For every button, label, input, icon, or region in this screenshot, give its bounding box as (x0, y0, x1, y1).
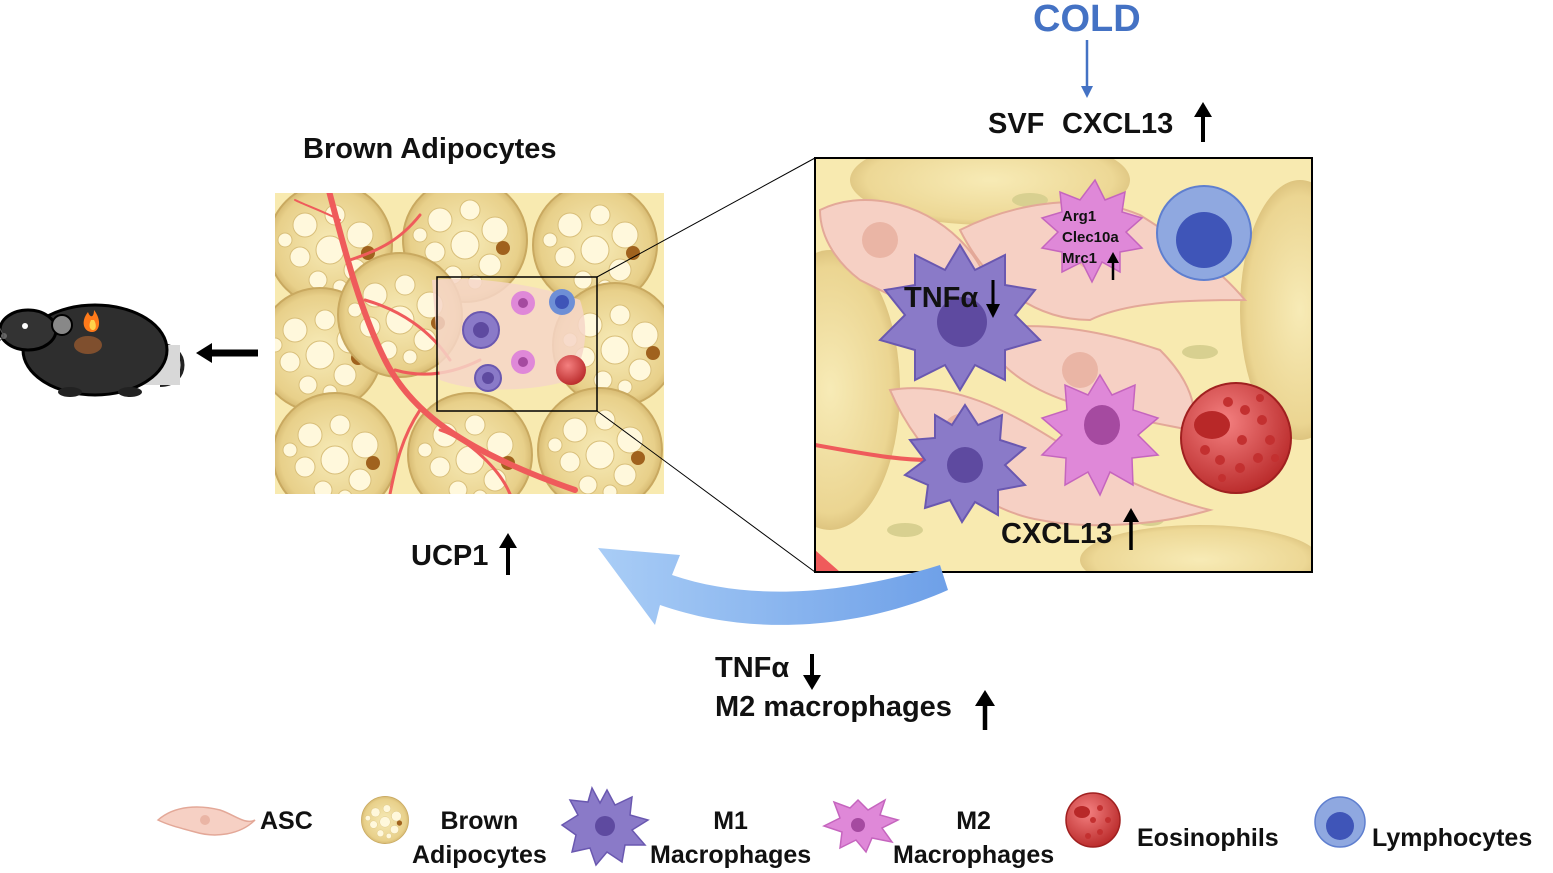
mrc1-label: Mrc1 (1062, 250, 1098, 267)
up-arrow-icon (1107, 252, 1119, 280)
legend-brown-adipocytes-label: Brown Adipocytes (412, 804, 547, 872)
inset-box (436, 276, 598, 412)
svf-label: SVF (988, 108, 1045, 140)
lymphocyte-large (1156, 185, 1252, 281)
up-arrow-icon (975, 690, 995, 730)
legend-m2-icon (822, 798, 901, 854)
zoom-panel (815, 158, 1312, 572)
ucp1-label: UCP1 (411, 540, 489, 572)
mini-inset-cells (432, 278, 586, 392)
down-arrow-icon (986, 280, 1000, 318)
m1-macrophage-lower (903, 403, 1028, 524)
mouse-icon (0, 303, 185, 397)
arg1-label: Arg1 (1062, 208, 1097, 225)
legend-eosinophils-label: Eosinophils (1137, 824, 1279, 852)
up-arrow-icon (1194, 102, 1212, 142)
feedback-arrow (598, 548, 948, 625)
down-arrow-icon (803, 654, 821, 690)
cold-arrow (1081, 40, 1093, 98)
cold-label: COLD (1033, 0, 1141, 40)
legend-asc-label: ASC (260, 807, 313, 835)
eosinophil-large (1180, 382, 1292, 494)
m2-macrophage-lower (1040, 373, 1160, 497)
feedback-tnfa-label: TNFα (715, 652, 790, 684)
m1-macrophage-large (878, 243, 1042, 392)
legend-brown-adipocyte-icon (361, 796, 409, 844)
legend-brown-line1: Brown (440, 807, 519, 835)
brown-adipose-panel (275, 193, 664, 494)
zoom-tnfa-label: TNFα (904, 282, 979, 314)
feedback-m2-label: M2 macrophages (715, 691, 952, 723)
arrow-to-mouse (196, 343, 258, 363)
legend-asc-icon (156, 806, 256, 836)
m2-macrophage-top (1040, 178, 1144, 284)
zoom-panel-border (814, 157, 1313, 573)
legend-brown-line2: Adipocytes (412, 841, 547, 869)
clec10a-label: Clec10a (1062, 229, 1119, 246)
zoom-cxcl13-label: CXCL13 (1001, 518, 1113, 550)
zoom-line-bottom (596, 410, 816, 573)
cxcl13-top-label: CXCL13 (1062, 108, 1174, 140)
up-arrow-icon (1123, 508, 1139, 550)
brown-adipocytes-title: Brown Adipocytes (303, 133, 557, 165)
legend-lymphocyte-icon (1314, 796, 1366, 848)
up-arrow-icon (499, 533, 517, 575)
zoom-line-top (596, 157, 816, 278)
legend-m1-icon (560, 786, 650, 867)
legend-lymphocytes-label: Lymphocytes (1372, 824, 1533, 852)
legend-eosinophil-icon (1065, 792, 1121, 848)
